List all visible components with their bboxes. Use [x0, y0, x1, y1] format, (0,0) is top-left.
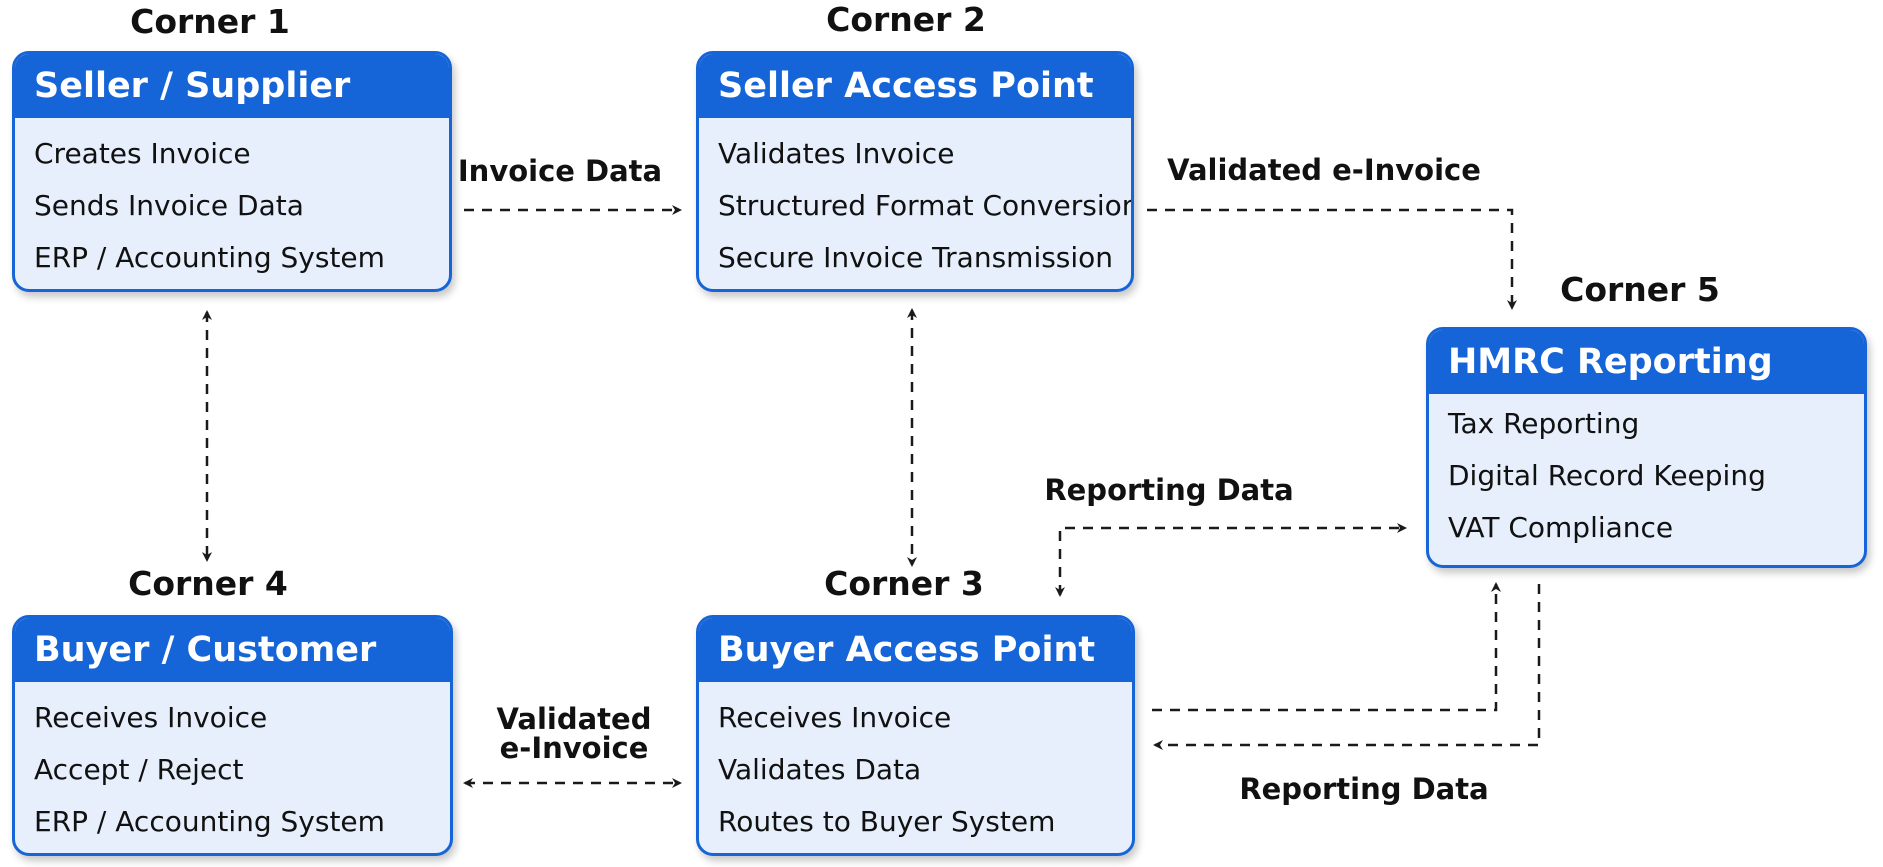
buyer-customer-title: Buyer / Customer [15, 618, 450, 682]
c3-to-c5-arrow [1152, 582, 1501, 712]
validated-einvoice-bottom-line2: e-Invoice [499, 731, 649, 765]
buyer-customer-item: Receives Invoice [34, 701, 268, 734]
seller-access-point-box: Seller Access Point Validates Invoice St… [696, 51, 1134, 292]
seller-supplier-box: Seller / Supplier Creates Invoice Sends … [12, 51, 452, 292]
corner-4-label: Corner 4 [128, 564, 288, 603]
seller-access-point-item: Validates Invoice [718, 137, 955, 170]
reporting-data-top-label: Reporting Data [1044, 473, 1294, 507]
validated-einvoice-bottom-label: Validated e-Invoice [497, 705, 652, 763]
corner-3-label: Corner 3 [824, 564, 984, 603]
hmrc-reporting-item: VAT Compliance [1448, 511, 1674, 544]
buyer-customer-box: Buyer / Customer Receives Invoice Accept… [12, 615, 453, 856]
validated-einvoice-top-label: Validated e-Invoice [1167, 153, 1481, 187]
seller-access-point-item: Structured Format Conversion [718, 189, 1134, 222]
hmrc-reporting-box: HMRC Reporting Tax Reporting Digital Rec… [1426, 327, 1867, 568]
reporting-data-top-arrow [1055, 523, 1407, 597]
corner-1-label: Corner 1 [130, 2, 290, 41]
seller-supplier-item: Creates Invoice [34, 137, 251, 170]
hmrc-reporting-item: Digital Record Keeping [1448, 459, 1766, 492]
buyer-access-point-item: Routes to Buyer System [718, 805, 1056, 838]
hmrc-reporting-title: HMRC Reporting [1429, 330, 1864, 394]
corner-2-label: Corner 2 [826, 0, 986, 39]
buyer-access-point-title: Buyer Access Point [699, 618, 1132, 682]
validated-einvoice-arrow-c2-c5 [1147, 208, 1517, 310]
invoice-data-label: Invoice Data [457, 154, 663, 188]
buyer-access-point-item: Receives Invoice [718, 701, 952, 734]
validated-einvoice-bottom-line1: Validated [496, 702, 652, 736]
buyer-customer-item: ERP / Accounting System [34, 805, 385, 838]
reporting-data-bottom-label: Reporting Data [1239, 772, 1489, 806]
seller-supplier-title: Seller / Supplier [15, 54, 449, 118]
hmrc-reporting-item: Tax Reporting [1448, 407, 1640, 440]
seller-access-point-title: Seller Access Point [699, 54, 1131, 118]
buyer-access-point-item: Validates Data [718, 753, 922, 786]
seller-supplier-item: ERP / Accounting System [34, 241, 385, 274]
seller-access-point-item: Secure Invoice Transmission [718, 241, 1114, 274]
buyer-customer-item: Accept / Reject [34, 753, 244, 786]
corner-5-label: Corner 5 [1560, 270, 1720, 309]
seller-supplier-item: Sends Invoice Data [34, 189, 304, 222]
buyer-access-point-box: Buyer Access Point Receives Invoice Vali… [696, 615, 1135, 856]
reporting-data-bottom-arrow [1153, 584, 1541, 750]
